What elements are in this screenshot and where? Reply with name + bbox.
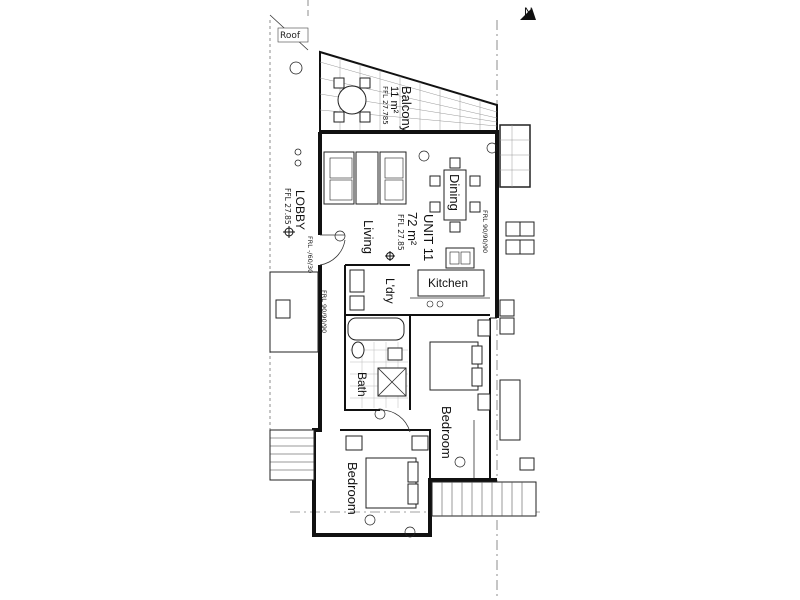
lobby-frl: FRL -/60/30: [306, 236, 314, 273]
laundry-label: L'dry: [383, 278, 397, 304]
balcony-area-text: 11 m²: [388, 86, 400, 114]
left-corridor: FRL 90/90/90: [269, 271, 328, 481]
lobby-area: LOBBY FFL 27.85 FRL -/60/30: [283, 61, 314, 273]
north-arrow-icon: N: [520, 5, 536, 20]
bedroom-2-label: Bedroom: [345, 462, 360, 515]
bedroom-1-label: Bedroom: [439, 406, 454, 459]
kitchen-label: Kitchen: [428, 276, 468, 290]
adjacent-unit: [499, 124, 535, 471]
service-symbol-icon: [289, 61, 303, 75]
basin-icon: [387, 347, 403, 361]
level-marker-icon: [385, 251, 395, 261]
lobby-ffl: FFL 27.85: [283, 188, 292, 225]
unit-area: 72 m²: [405, 212, 420, 246]
unit-name: UNIT 11: [421, 214, 436, 261]
unit-walls: [312, 130, 499, 537]
level-marker-icon: [283, 226, 295, 238]
balcony-table-icon: [333, 77, 371, 123]
corridor-frl: FRL 90/90/90: [320, 290, 328, 333]
bedroom-2-furniture: [345, 435, 429, 509]
balcony-name: Balcony: [399, 86, 414, 133]
sofa-icon: [323, 151, 407, 205]
sprinkler-icon: [294, 159, 302, 167]
service-markers: [334, 142, 498, 538]
north-mark: N: [524, 5, 533, 19]
roof-area: Roof: [269, 14, 309, 51]
toilet-icon: [351, 341, 365, 359]
balcony-ffl: FFL 27.785: [381, 86, 389, 125]
lobby-label: LOBBY: [293, 190, 307, 230]
lower-balcony: [431, 481, 537, 517]
dining-table-icon: [429, 157, 481, 233]
roof-label: Roof: [280, 31, 301, 41]
bath-label: Bath: [355, 372, 369, 397]
laundry-fixtures: [349, 269, 365, 311]
living-label: Living: [361, 220, 376, 254]
bedroom-1-furniture: [429, 319, 491, 478]
bathroom-fixtures: [347, 317, 411, 433]
room-labels: Dining UNIT 11 72 m² FFL 27.85 Living Ki…: [345, 174, 489, 515]
balcony-area: Balcony 11 m² FFL 27.785: [319, 50, 498, 133]
unit-ffl: FFL 27.85: [396, 214, 405, 251]
entry-door: [319, 234, 346, 266]
dining-label: Dining: [447, 174, 462, 211]
sprinkler-icon: [294, 148, 302, 156]
kitchen-bench: [410, 247, 490, 308]
side-frl: FRL 90/90/90: [481, 210, 489, 253]
